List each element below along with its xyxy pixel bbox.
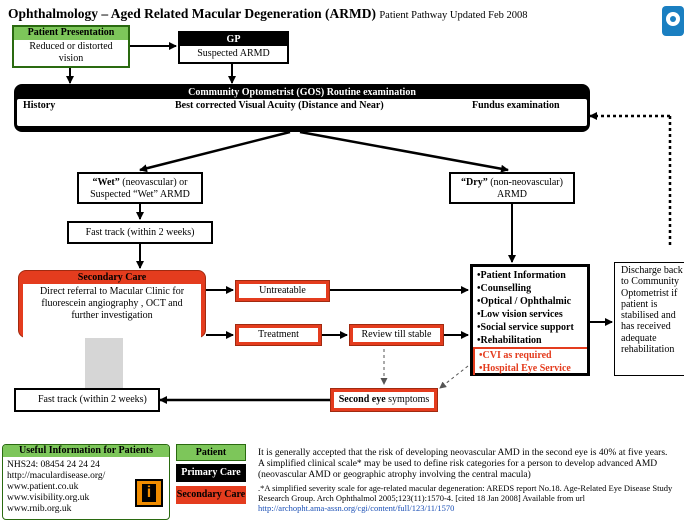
info-link[interactable]: www.patient.co.uk: [7, 482, 79, 492]
gp-heading: GP: [180, 33, 287, 46]
service-item: •Counselling: [477, 283, 532, 294]
secondary-care-text: Direct referral to Macular Clinic for fl…: [23, 284, 201, 338]
discharge-box: Discharge back to Community Optometrist …: [614, 262, 684, 376]
info-icon: i: [135, 479, 163, 507]
logo-icon: [662, 6, 684, 36]
info-link[interactable]: http://maculardisease.org/: [7, 471, 106, 481]
discharge-text: Discharge back to Community Optometrist …: [621, 265, 683, 356]
review-text: Review till stable: [353, 328, 440, 342]
fast-track-top-text: Fast track (within 2 weeks): [85, 227, 195, 238]
info-link[interactable]: www.visibility.org.uk: [7, 493, 90, 503]
title-sub: Patient Pathway Updated Feb 2008: [379, 10, 528, 21]
service-item-red: •Hospital Eye Service: [479, 363, 571, 374]
fundus-label: Fundus examination: [472, 100, 560, 111]
useful-info-box: Useful Information for Patients NHS24: 0…: [2, 444, 170, 520]
footnote: It is generally accepted that the risk o…: [258, 448, 684, 513]
second-eye-label: Second eye: [338, 394, 386, 405]
treatment-text: Treatment: [239, 328, 318, 342]
optometrist-heading: Community Optometrist (GOS) Routine exam…: [17, 87, 587, 99]
gp-text: Suspected ARMD: [197, 48, 270, 59]
wet-text: (neovascular) or Suspected “Wet” ARMD: [90, 177, 190, 200]
legend-secondary-label: Secondary Care: [176, 489, 246, 500]
title-main: Ophthalmology – Aged Related Macular Deg…: [8, 6, 376, 21]
dry-label: “Dry”: [461, 177, 488, 188]
acuity-label: Best corrected Visual Acuity (Distance a…: [175, 100, 384, 111]
gp-box: GP Suspected ARMD: [178, 31, 289, 64]
service-item-red: •CVI as required: [479, 350, 552, 361]
service-item: •Optical / Ophthalmic: [477, 296, 572, 307]
useful-info-lines: NHS24: 08454 24 24 24 http://maculardise…: [3, 457, 169, 518]
footnote-url[interactable]: http://archopht.ama-assn.org/cgi/content…: [258, 503, 455, 513]
second-eye-rest: symptoms: [385, 394, 430, 405]
legend-patient: Patient: [176, 444, 246, 461]
info-link[interactable]: www.rnib.org.uk: [7, 504, 72, 514]
second-eye-text: Second eye symptoms: [334, 392, 434, 408]
optometrist-box: Community Optometrist (GOS) Routine exam…: [14, 84, 590, 132]
review-box: Review till stable: [349, 324, 444, 346]
fast-track-top-box: Fast track (within 2 weeks): [67, 221, 213, 244]
legend-primary-label: Primary Care: [181, 467, 241, 478]
logo: [662, 6, 684, 36]
secondary-care-heading: Secondary Care: [77, 272, 147, 283]
legend-primary: Primary Care: [176, 464, 246, 482]
patient-presentation-text: Reduced or distorted vision: [29, 41, 113, 64]
fast-track-bottom-box: Fast track (within 2 weeks): [14, 388, 160, 412]
treatment-box: Treatment: [235, 324, 322, 346]
second-eye-box: Second eye symptoms: [330, 388, 438, 412]
patient-presentation-heading: Patient Presentation: [14, 27, 128, 40]
footnote-ref: .*A simplified severity scale for age-re…: [258, 483, 673, 503]
page-title: Ophthalmology – Aged Related Macular Deg…: [8, 6, 528, 22]
footnote-line2: A simplified clinical scale* may be used…: [258, 459, 658, 480]
untreatable-text: Untreatable: [239, 284, 326, 298]
legend-patient-label: Patient: [195, 447, 227, 458]
footnote-line1: It is generally accepted that the risk o…: [258, 448, 668, 458]
wet-label: “Wet”: [92, 177, 120, 188]
service-item: •Patient Information: [477, 270, 566, 281]
untreatable-box: Untreatable: [235, 280, 330, 302]
nhs24-line: NHS24: 08454 24 24 24: [7, 460, 100, 470]
service-item: •Social service support: [477, 322, 574, 333]
fast-track-bottom-text: Fast track (within 2 weeks): [38, 394, 147, 405]
dry-armd-box: “Dry” (non-neovascular) ARMD: [449, 172, 575, 204]
secondary-care-box: Secondary Care Direct referral to Macula…: [18, 270, 206, 338]
dry-text: (non-neovascular) ARMD: [487, 177, 563, 200]
history-label: History: [23, 100, 56, 111]
useful-info-heading: Useful Information for Patients: [3, 445, 169, 457]
info-icon-letter: i: [142, 484, 156, 502]
service-item: •Rehabilitation: [477, 335, 542, 346]
services-box: •Patient Information •Counselling •Optic…: [470, 264, 590, 376]
service-item: •Low vision services: [477, 309, 563, 320]
patient-presentation-box: Patient Presentation Reduced or distorte…: [12, 25, 130, 68]
legend-secondary: Secondary Care: [176, 486, 246, 504]
wet-armd-box: “Wet” (neovascular) or Suspected “Wet” A…: [77, 172, 203, 204]
services-red-section: •CVI as required •Hospital Eye Service: [473, 347, 587, 375]
